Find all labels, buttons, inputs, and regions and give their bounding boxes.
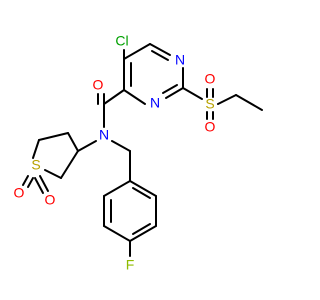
sulfolane-o2-label: O: [45, 192, 56, 208]
bond-ring-s-c2: [44, 169, 62, 179]
bond-ring-c2-c3: [60, 150, 79, 179]
bond-ring-c5-s: [32, 139, 40, 159]
bond-ar-double-b: [132, 223, 151, 235]
ethyl-sulfonyl-o1-label: O: [205, 71, 216, 87]
pyrimidine-n1-label: N: [175, 52, 185, 68]
bond-c2-n3: [165, 87, 184, 99]
bond-c6-n1-double: [151, 50, 169, 61]
bond-n3-c4: [123, 89, 146, 105]
molecule-structure: Cl N N N O S O O S O O F: [14, 33, 263, 273]
ethylsulfonyl-group: [206, 88, 263, 120]
bond-c6-n1: [149, 43, 171, 56]
fluorine-label: F: [126, 257, 135, 273]
bond-ar-1-2: [103, 180, 131, 197]
bond-ar-double-c: [132, 187, 151, 199]
bond-ar-3-4: [103, 225, 131, 242]
bond-n-ring-c3: [77, 140, 97, 152]
bond-c5-c6: [123, 43, 151, 60]
bond-ring-s-o2: [39, 175, 49, 192]
sulfolane-ring: [22, 132, 79, 194]
bond-s-ethyl-ch2: [217, 94, 237, 105]
bond-c2-n3-double: [162, 84, 178, 94]
bond-ar-4-5: [129, 225, 157, 242]
carbonyl-o-label: O: [93, 77, 104, 93]
amide-n-label: N: [99, 127, 109, 143]
ethyl-sulfonyl-s-label: S: [205, 96, 214, 112]
pyrimidine-n3-label: N: [150, 95, 160, 111]
bond-ar-6-1: [129, 180, 157, 197]
bond-n-benzyl-ch2: [111, 140, 131, 152]
bond-c4-carbonyl: [103, 89, 125, 105]
sulfolane-o1-label: O: [14, 185, 25, 201]
fluorophenyl-ring: [103, 180, 157, 242]
ethyl-sulfonyl-o2-label: O: [205, 119, 216, 135]
bond-ring-s-o2-double: [34, 177, 44, 194]
bond-ethyl-ch2-ch3: [235, 94, 263, 111]
pyrimidine-ring: [123, 43, 184, 105]
bond-ring-c4-c5: [38, 132, 69, 141]
bond-ring-c3-c4: [67, 132, 79, 152]
bond-ring-s-o1: [22, 175, 29, 186]
sulfolane-s-label: S: [31, 157, 40, 173]
bond-ring-s-o1-double: [27, 177, 34, 188]
amide-group: [97, 89, 125, 128]
molecule-canvas: Cl N N N O S O O S O O F: [13, 32, 263, 273]
chlorine-label: Cl: [115, 33, 128, 49]
atom-labels: Cl N N N O S O O S O O F: [14, 33, 216, 273]
bond-c2-s: [182, 87, 203, 100]
